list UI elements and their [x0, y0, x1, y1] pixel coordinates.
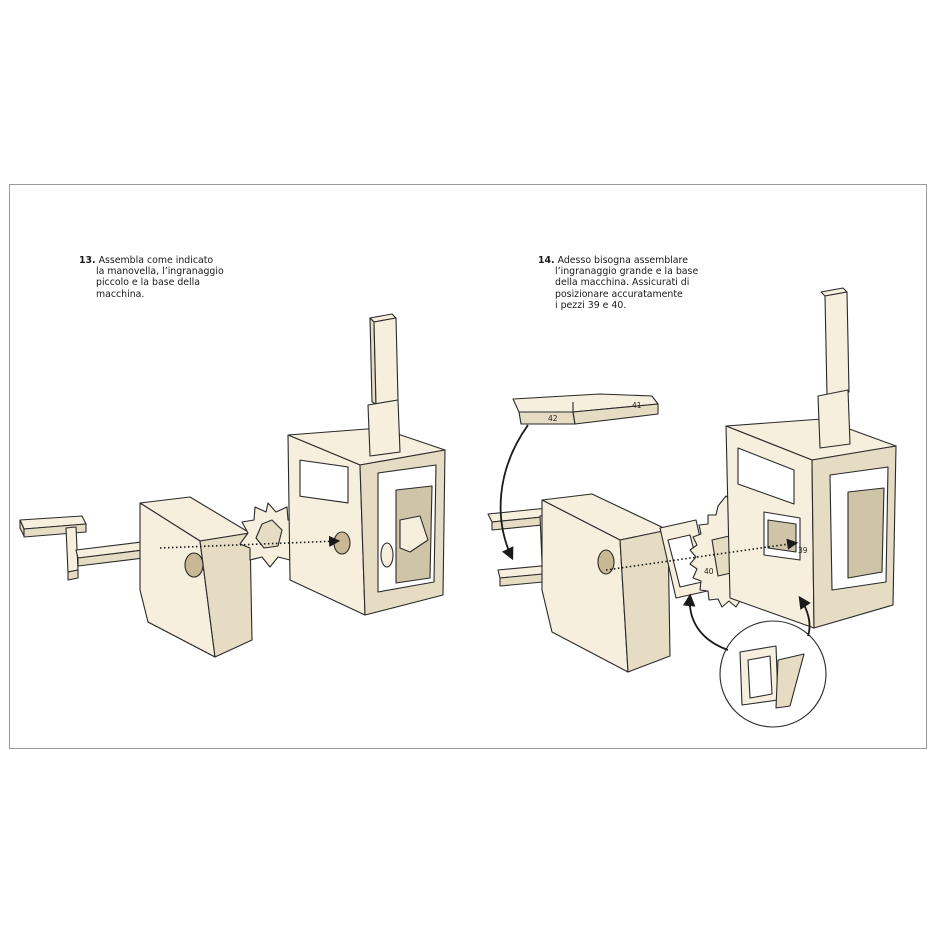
step-14-number: 14. [538, 255, 555, 266]
step-14-inset-arrow-left [682, 593, 729, 651]
step-13-crank-block [139, 496, 253, 658]
step-13-number: 13. [79, 255, 96, 266]
step-14-floating-pieces-41-42 [512, 393, 659, 425]
step-14-line-2: l’ingranaggio grande e la base [555, 266, 699, 278]
step-13-machine-base [287, 427, 446, 616]
part-label-41: 41 [632, 401, 642, 410]
step-13-assembly-path [159, 535, 341, 549]
step-14-pieces-arrow [499, 424, 529, 561]
step-13-line-3: piccolo e la base della [96, 277, 200, 289]
part-label-40: 40 [704, 567, 714, 576]
step-13-caption: 13. Assembla come indicato la manovella,… [79, 255, 224, 300]
step-14-machine-base [725, 418, 897, 629]
part-label-42: 42 [548, 414, 558, 423]
step-14-text-1: Adesso bisogna assemblare [557, 255, 688, 266]
step-14-caption: 14. Adesso bisogna assemblare l’ingranag… [538, 255, 698, 311]
step-13-small-gear [239, 502, 303, 568]
step-14-detail-inset [719, 620, 827, 728]
step-14-line-5: i pezzi 39 e 40. [555, 299, 627, 311]
step-13-text-1: Assembla come indicato [98, 255, 214, 266]
step-13-line-4: macchina. [96, 288, 145, 300]
step-13-line-1: 13. Assembla come indicato [79, 255, 224, 266]
part-label-39: 39 [798, 546, 808, 555]
step-14-shaft-tower [817, 287, 851, 449]
step-14-line-4: posizionare accuratamente [555, 288, 683, 300]
step-13-shaft-tower [367, 313, 401, 457]
step-14-line-1: 14. Adesso bisogna assemblare [538, 255, 698, 266]
step-14-inset-arrow-right [798, 595, 811, 637]
step-13-line-2: la manovella, l’ingranaggio [96, 266, 224, 278]
step-14-line-3: della macchina. Assicurati di [555, 277, 690, 289]
step-14-crank-block [541, 493, 671, 673]
